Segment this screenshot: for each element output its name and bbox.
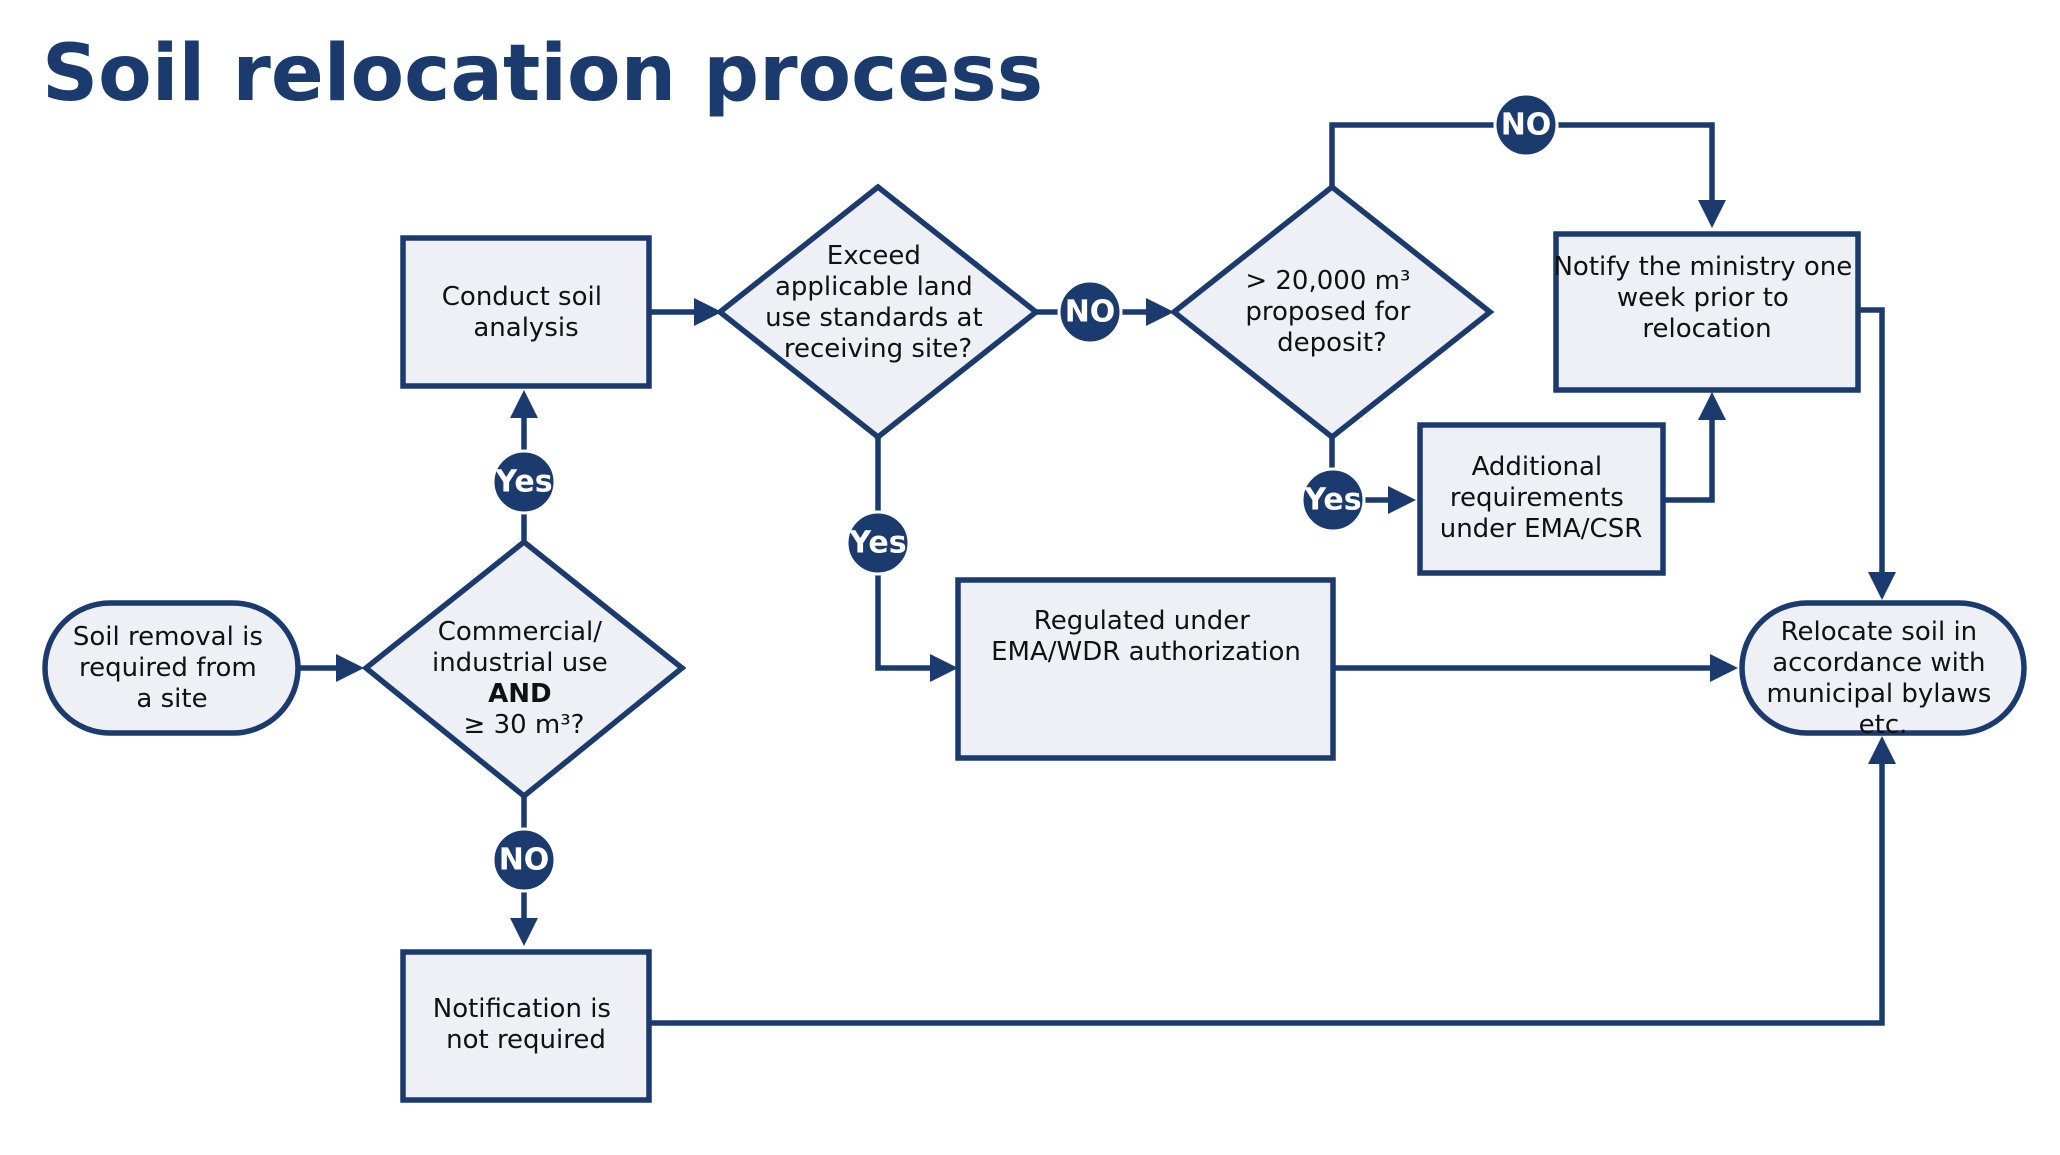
additional-requirements-shape xyxy=(1417,422,1666,576)
notify-line-3: relocation xyxy=(1642,314,1771,344)
arrowhead xyxy=(930,654,958,682)
badge-no-exceed: NO xyxy=(1057,279,1123,345)
additional-line-1: Additional xyxy=(1472,452,1603,482)
conduct-line-1: Conduct soil xyxy=(442,282,602,312)
arrowhead xyxy=(1868,572,1896,600)
badge-no-not-required-label: NO xyxy=(499,843,550,878)
decision-exceed-standards-label: Exceed applicable land use standards at … xyxy=(765,241,991,364)
notify-ministry: Notify the ministry one week prior to re… xyxy=(1553,231,1861,393)
arrowhead xyxy=(1698,392,1726,420)
decision-commercial-use: Commercial/ industrial use AND ≥ 30 m³? xyxy=(361,538,687,800)
notify-line-2: week prior to xyxy=(1617,283,1789,313)
decision-exceed-line-4: receiving site? xyxy=(784,334,972,364)
badge-yes-exceed-label: Yes xyxy=(848,526,906,561)
relocate-soil-terminal: Relocate soil in accordance with municip… xyxy=(1739,600,2027,740)
decision-commercial-use-shape xyxy=(361,538,687,800)
decision-exceed-standards: Exceed applicable land use standards at … xyxy=(715,183,1041,441)
decision-exceed-line-1: Exceed xyxy=(827,241,921,271)
badge-no-volume-circle xyxy=(1493,92,1559,158)
additional-requirements-label: Additional requirements under EMA/CSR xyxy=(1440,452,1643,544)
arrowhead xyxy=(1146,298,1174,326)
additional-line-3: under EMA/CSR xyxy=(1440,514,1643,544)
connector-not-required-to-relocate xyxy=(649,764,1885,1026)
start-line-1: Soil removal is xyxy=(73,622,263,652)
relocate-line-1: Relocate soil in xyxy=(1781,617,1978,647)
additional-requirements: Additional requirements under EMA/CSR xyxy=(1417,422,1666,576)
regulated-ema-wdr: Regulated under EMA/WDR authorization xyxy=(955,577,1336,761)
badge-no-exceed-label: NO xyxy=(1065,295,1116,330)
relocate-line-2: accordance with xyxy=(1772,648,1985,678)
decision-volume: > 20,000 m³ proposed for deposit? xyxy=(1169,183,1495,441)
badge-yes-volume: Yes xyxy=(1300,467,1366,533)
notify-ministry-label: Notify the ministry one week prior to re… xyxy=(1553,252,1860,344)
notification-not-required-shape xyxy=(400,949,652,1103)
start-terminal-label: Soil removal is required from a site xyxy=(73,622,271,714)
start-line-3: a site xyxy=(136,684,207,714)
decision-volume-line-1: > 20,000 m³ xyxy=(1245,266,1410,296)
arrowhead xyxy=(510,390,538,418)
notify-ministry-shape xyxy=(1553,231,1861,393)
notification-not-required: Notification is not required xyxy=(400,949,652,1103)
decision-exceed-line-2: applicable land xyxy=(775,272,973,302)
badge-no-volume: NO xyxy=(1493,92,1559,158)
badge-yes-volume-circle xyxy=(1300,467,1366,533)
arrowhead xyxy=(1698,200,1726,228)
conduct-soil-analysis: Conduct soil analysis xyxy=(400,235,652,389)
decision-use-line-4: ≥ 30 m³? xyxy=(464,710,585,740)
badge-yes-exceed: Yes xyxy=(845,510,911,576)
arrowhead xyxy=(336,654,364,682)
decision-exceed-standards-shape xyxy=(715,183,1041,441)
not-required-line-2: not required xyxy=(446,1025,606,1055)
decision-volume-shape xyxy=(1169,183,1495,441)
start-terminal: Soil removal is required from a site xyxy=(42,600,301,736)
start-line-2: required from xyxy=(79,653,257,683)
badge-yes-conduct: Yes xyxy=(491,449,557,515)
badge-yes-exceed-circle xyxy=(845,510,911,576)
connector-notify-to-relocate xyxy=(1858,307,1885,572)
decision-volume-line-3: deposit? xyxy=(1277,328,1387,358)
connector-additional-to-notify xyxy=(1663,418,1715,503)
conduct-soil-analysis-shape xyxy=(400,235,652,389)
decision-use-line-1: Commercial/ xyxy=(438,617,603,647)
decision-use-line-2: industrial use xyxy=(432,648,608,678)
arrowhead xyxy=(1868,736,1896,764)
badge-no-volume-label: NO xyxy=(1501,108,1552,143)
notification-not-required-label: Notification is not required xyxy=(433,994,619,1055)
decision-use-line-3: AND xyxy=(488,679,551,709)
arrowhead xyxy=(694,298,722,326)
decision-commercial-use-label: Commercial/ industrial use AND ≥ 30 m³? xyxy=(432,617,616,740)
regulated-ema-wdr-shape xyxy=(955,577,1336,761)
regulated-line-1: Regulated under xyxy=(1034,606,1250,636)
regulated-line-2: EMA/WDR authorization xyxy=(991,637,1301,667)
badge-yes-conduct-label: Yes xyxy=(494,465,552,500)
conduct-line-2: analysis xyxy=(473,313,578,343)
start-terminal-shape xyxy=(42,600,301,736)
decision-exceed-line-3: use standards at xyxy=(765,303,983,333)
decision-volume-line-2: proposed for xyxy=(1245,297,1410,327)
badge-no-not-required: NO xyxy=(491,827,557,893)
arrowhead xyxy=(1388,486,1416,514)
relocate-line-4: etc. xyxy=(1859,710,1908,740)
badge-no-not-required-circle xyxy=(491,827,557,893)
page-title: Soil relocation process xyxy=(42,29,1043,119)
relocate-line-3: municipal bylaws xyxy=(1766,679,1991,709)
decision-volume-label: > 20,000 m³ proposed for deposit? xyxy=(1245,266,1418,358)
additional-line-2: requirements xyxy=(1450,483,1624,513)
regulated-ema-wdr-label: Regulated under EMA/WDR authorization xyxy=(991,606,1301,667)
badge-no-exceed-circle xyxy=(1057,279,1123,345)
badge-yes-volume-label: Yes xyxy=(1303,483,1361,518)
notify-line-1: Notify the ministry one xyxy=(1553,252,1852,282)
relocate-soil-terminal-label: Relocate soil in accordance with municip… xyxy=(1766,617,1999,740)
conduct-soil-analysis-label: Conduct soil analysis xyxy=(442,282,610,343)
relocate-soil-terminal-shape xyxy=(1739,600,2027,736)
badge-yes-conduct-circle xyxy=(491,449,557,515)
arrowhead xyxy=(1710,654,1738,682)
not-required-line-1: Notification is xyxy=(433,994,611,1024)
arrowhead xyxy=(510,918,538,946)
